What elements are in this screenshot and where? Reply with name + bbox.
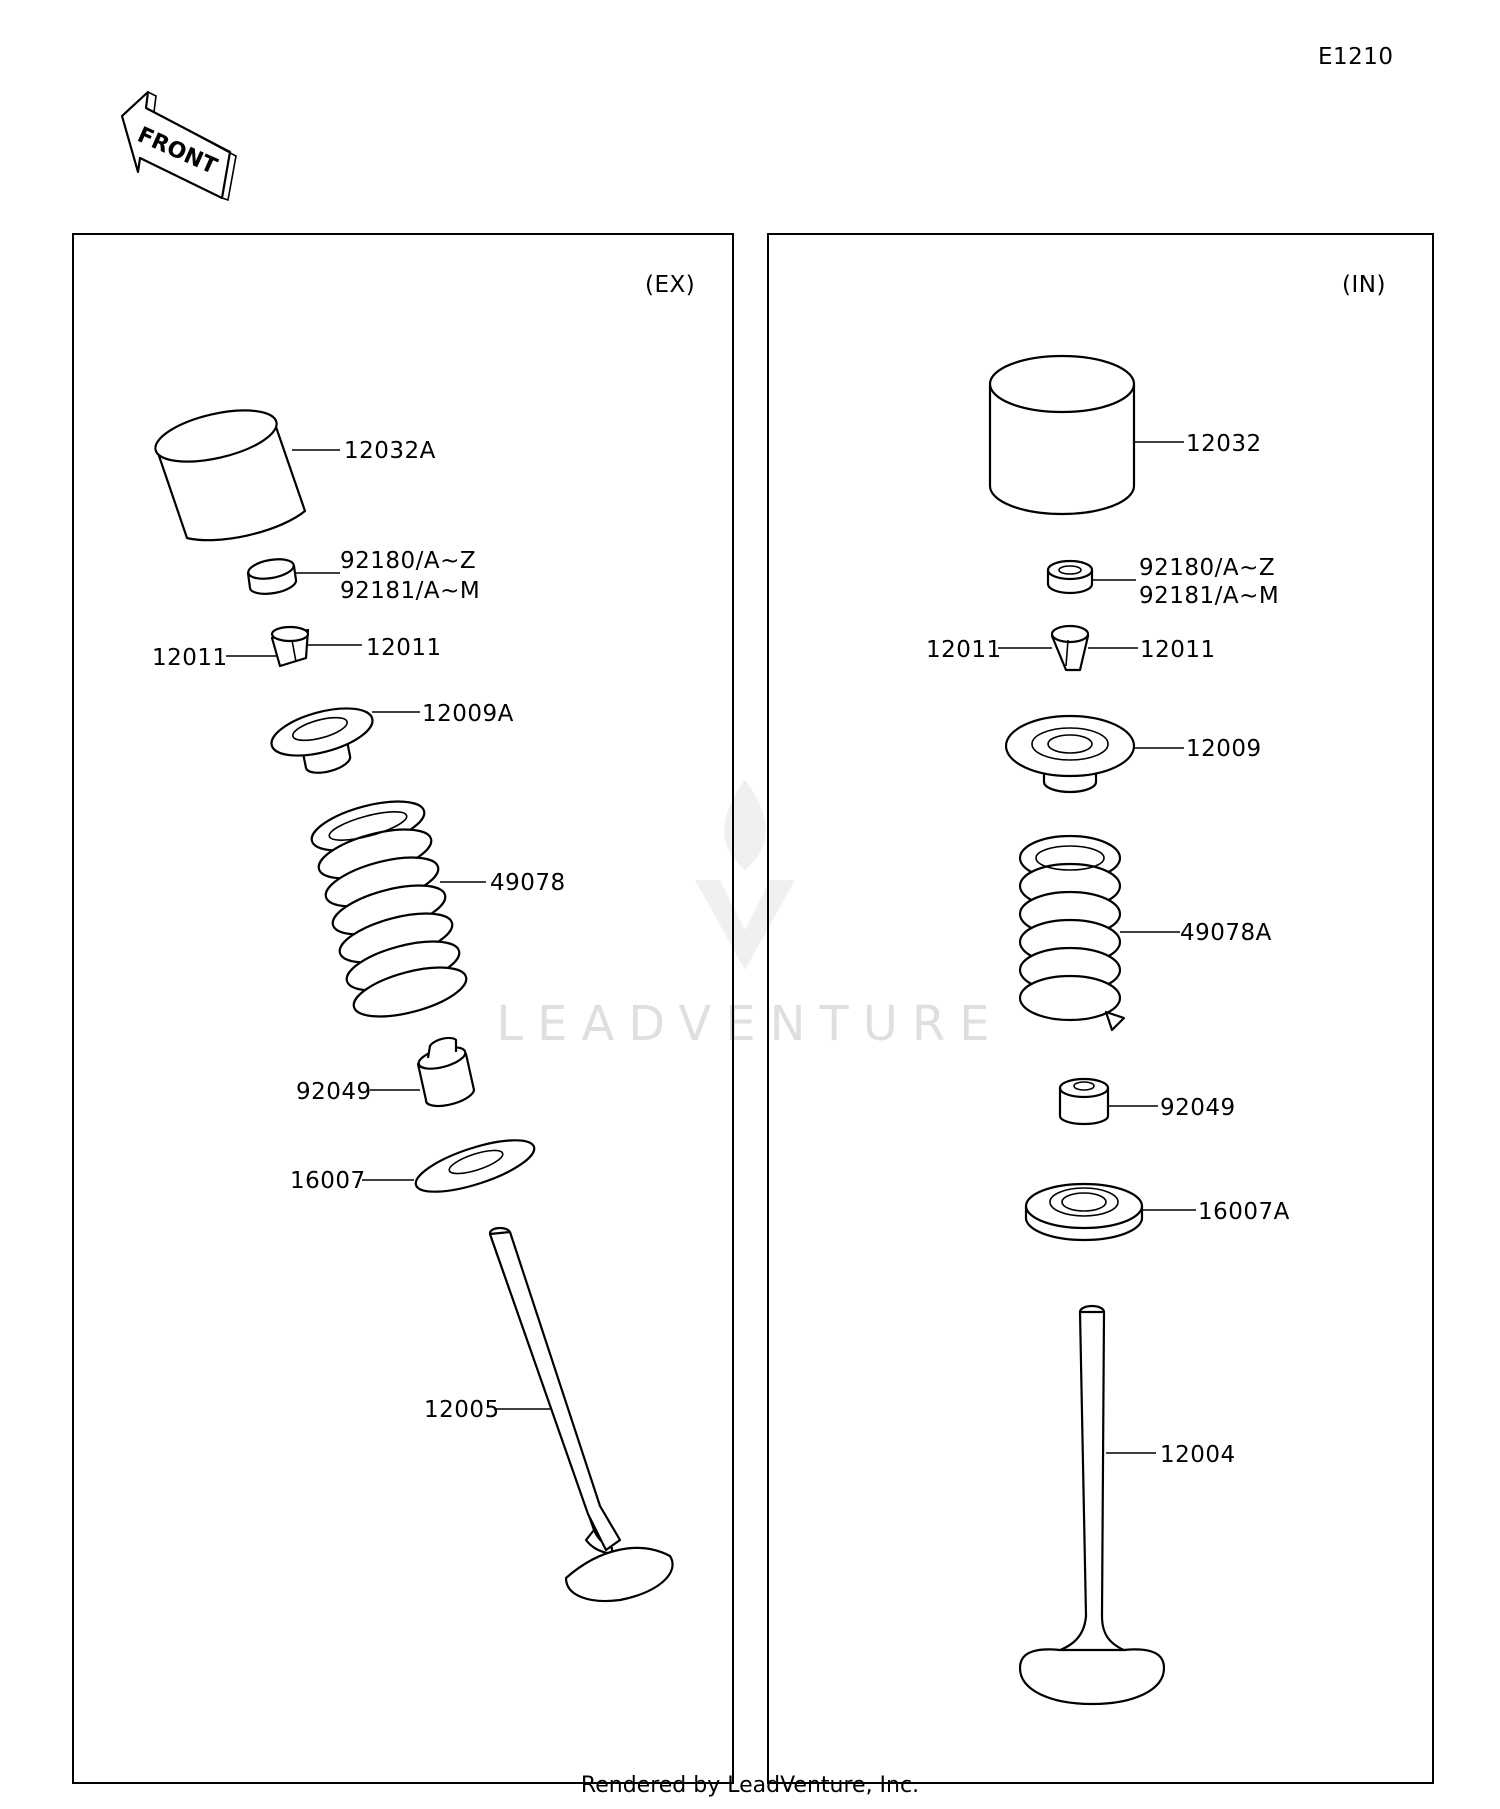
ex-panel-frame: [72, 233, 734, 1784]
ex-shim-label-a: 92180/A~Z: [340, 548, 476, 574]
ex-spring-label: 49078: [490, 870, 566, 896]
ex-spring-retainer: [270, 707, 420, 774]
ex-valve-spring: [310, 800, 486, 1018]
ex-valve-label: 12005: [424, 1397, 500, 1423]
in-cotter-left-label: 12011: [926, 637, 1002, 663]
diagram-code: E1210: [1318, 44, 1394, 70]
ex-shim: [246, 558, 340, 595]
in-stem-seal: [1058, 1077, 1158, 1126]
in-spring-seat: [1024, 1182, 1196, 1242]
in-valve-label: 12004: [1160, 1442, 1236, 1468]
ex-seat-label: 16007: [290, 1168, 366, 1194]
in-seal-label: 92049: [1160, 1095, 1236, 1121]
footer-credit: Rendered by LeadVenture, Inc.: [580, 1773, 920, 1798]
ex-valve-cotters: [226, 625, 362, 668]
ex-spring-seat: [362, 1139, 536, 1193]
in-shim-label-b: 92181/A~M: [1139, 583, 1279, 609]
watermark-text: LEADVENTURE: [496, 996, 1003, 1052]
in-cotter-right-label: 12011: [1140, 637, 1216, 663]
in-spring-retainer: [1004, 714, 1184, 794]
ex-stem-seal: [370, 1036, 476, 1108]
in-intake-valve: [1018, 1304, 1166, 1706]
in-panel-frame: [767, 233, 1434, 1784]
ex-retainer-label: 12009A: [422, 701, 514, 727]
in-valve-lifter: [988, 354, 1184, 516]
ex-panel: (EX) 12032A 92180/A~Z 92181/A~M 12011 12…: [72, 233, 734, 1784]
watermark: LEADVENTURE: [496, 780, 1003, 1052]
in-panel-title: (IN): [1342, 272, 1386, 298]
ex-cotter-right-label: 12011: [366, 635, 442, 661]
in-panel: (IN) 12032 92180/A~Z 92181/A~M 12011 120…: [767, 233, 1434, 1784]
ex-lifter-label: 12032A: [344, 438, 436, 464]
in-spring-label: 49078A: [1180, 920, 1272, 946]
in-seat-label: 16007A: [1198, 1199, 1290, 1225]
in-valve-spring: [1018, 834, 1180, 1032]
in-lifter-label: 12032: [1186, 431, 1262, 457]
ex-cotter-left-label: 12011: [152, 645, 228, 671]
ex-seal-label: 92049: [296, 1079, 372, 1105]
in-retainer-label: 12009: [1186, 736, 1262, 762]
ex-panel-title: (EX): [645, 272, 695, 298]
in-shim-label-a: 92180/A~Z: [1139, 555, 1275, 581]
ex-shim-label-b: 92181/A~M: [340, 578, 480, 604]
in-valve-cotters: [998, 624, 1138, 672]
ex-exhaust-valve: [488, 1226, 674, 1603]
front-arrow-icon: FRONT: [120, 90, 237, 202]
ex-valve-lifter: [154, 409, 340, 542]
in-shim: [1046, 559, 1136, 595]
